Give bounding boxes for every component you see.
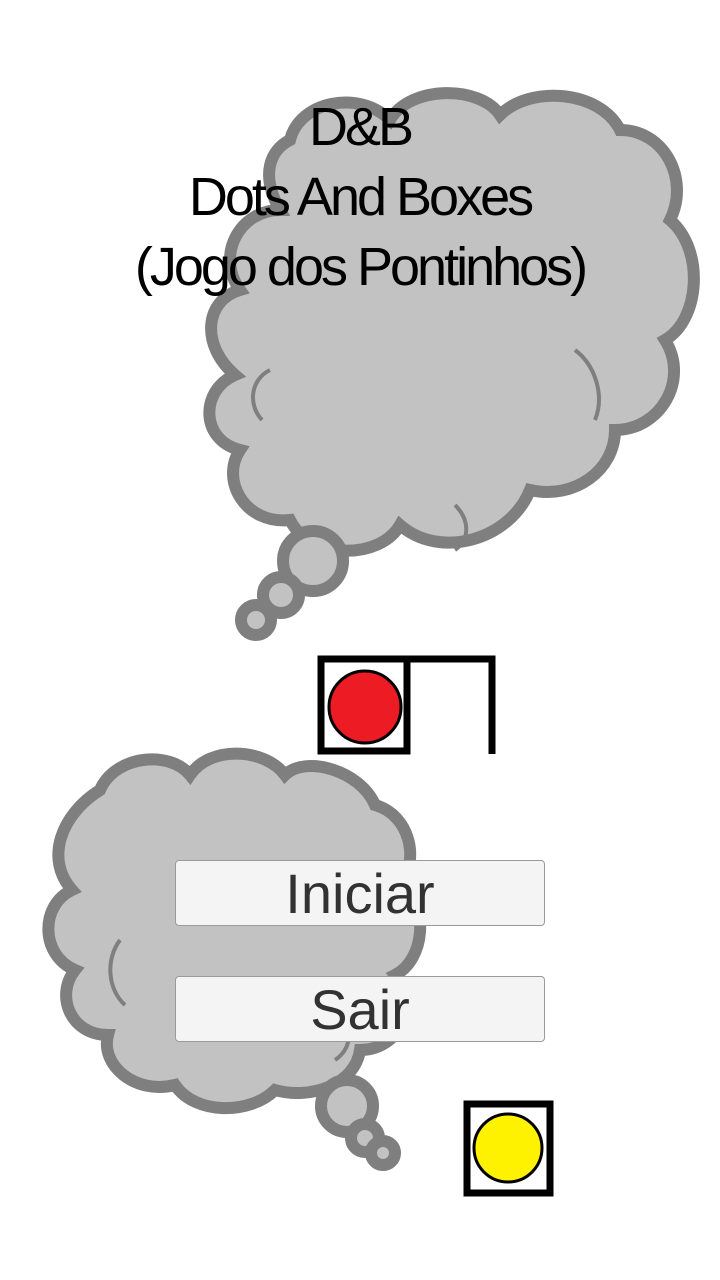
red-dot-box-icon [317,655,496,755]
game-title: D&B Dots And Boxes (Jogo dos Pontinhos) [0,92,720,302]
title-line-1: D&B [308,97,414,157]
start-button[interactable]: Iniciar [175,860,545,926]
title-line-3: (Jogo dos Pontinhos) [134,237,588,297]
exit-button[interactable]: Sair [175,976,545,1042]
title-line-2: Dots And Boxes [188,167,534,227]
yellow-dot-box-icon [463,1100,554,1197]
